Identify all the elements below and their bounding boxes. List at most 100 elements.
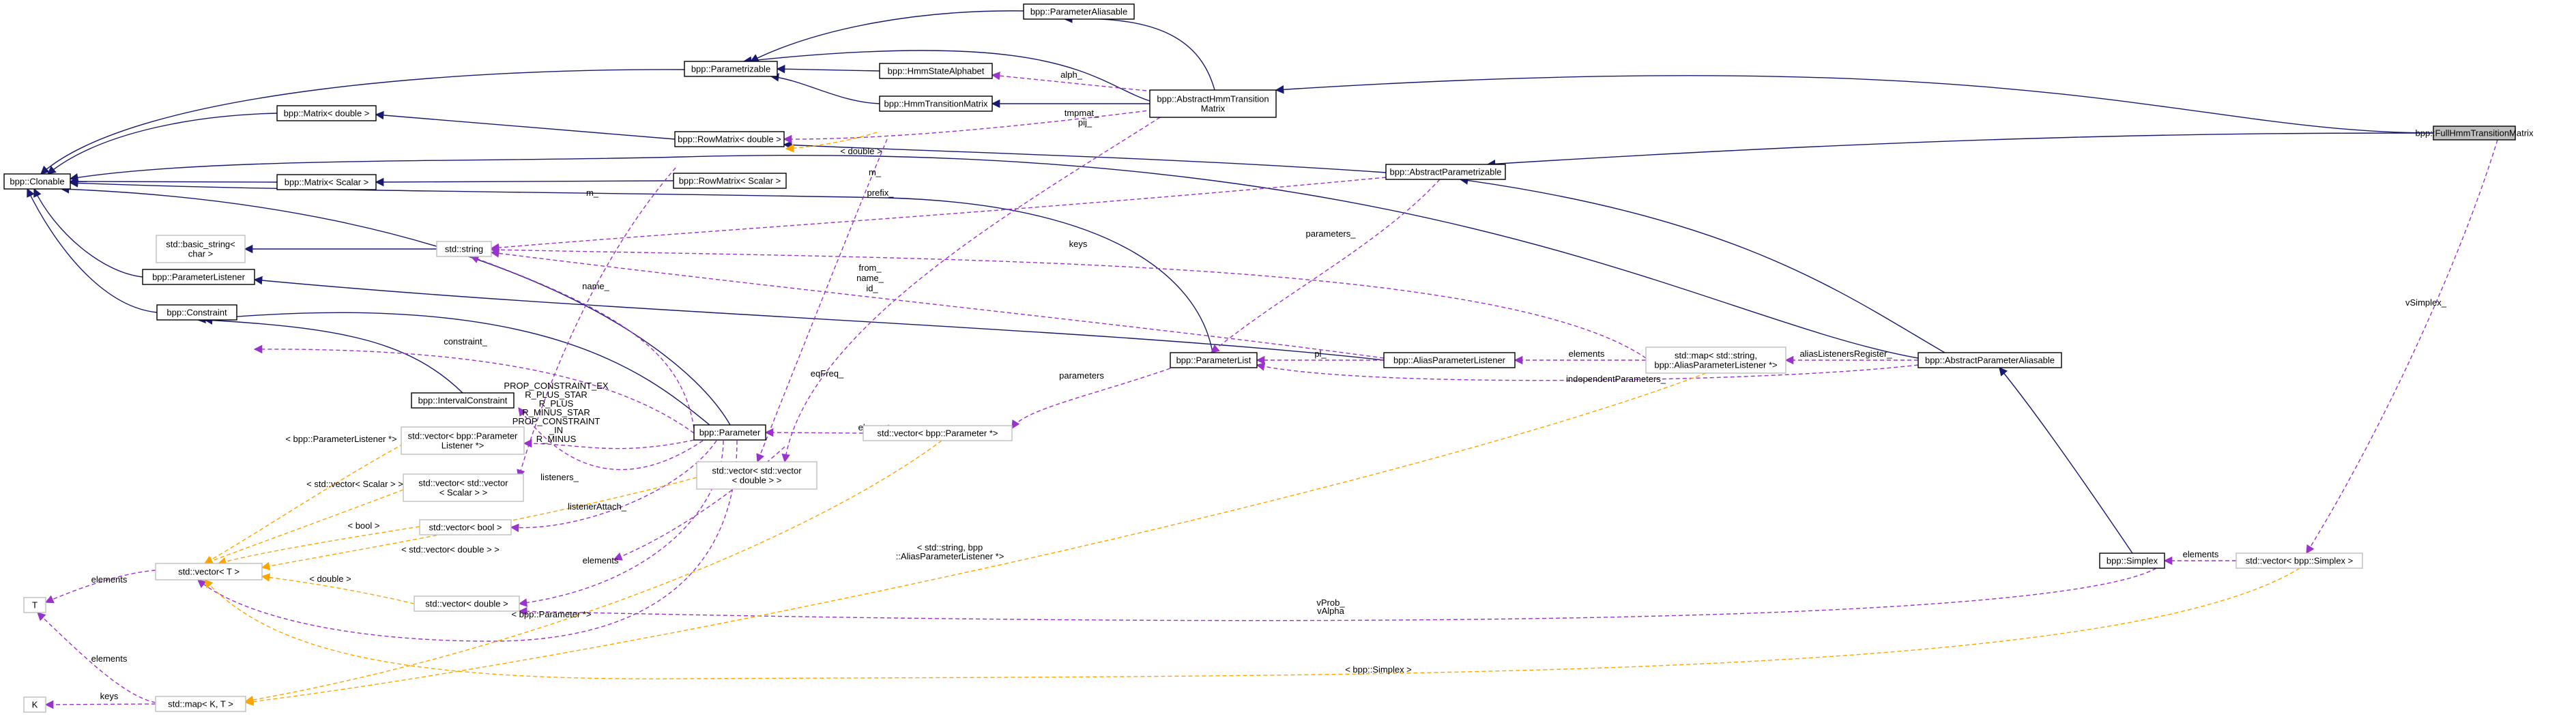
node-T[interactable]: T xyxy=(23,597,46,613)
node-simp[interactable]: bpp::Simplex xyxy=(2099,553,2165,569)
template-edge xyxy=(261,477,697,571)
node-vsimp[interactable]: std::vector< bpp::Simplex > xyxy=(2235,553,2363,569)
usage-edge xyxy=(1256,362,1919,381)
inheritance-edge xyxy=(33,188,143,278)
inheritance-edge xyxy=(47,113,278,175)
node-label: std::vector< bpp::Parameter xyxy=(408,431,518,441)
node-pobj[interactable]: bpp::Parameter xyxy=(693,424,766,441)
node-label: std::vector< bool > xyxy=(429,523,502,533)
node-icon[interactable]: bpp::IntervalConstraint xyxy=(411,392,515,409)
edge-label-parameters2: parameters xyxy=(1059,370,1104,381)
node-label: std::vector< double > xyxy=(425,599,508,609)
edge-label-vpl_tmpl: < bpp::ParameterListener *> xyxy=(285,434,396,444)
node-box xyxy=(1023,3,1135,20)
usage-edge xyxy=(764,428,864,437)
usage-edge xyxy=(37,612,156,703)
edge-label-elements4: elements xyxy=(583,555,619,565)
inheritance-edge xyxy=(375,177,674,187)
node-box xyxy=(879,95,993,112)
node-K[interactable]: K xyxy=(23,696,46,713)
node-mapsa[interactable]: std::map< std::string,bpp::AliasParamete… xyxy=(1645,347,1786,374)
node-box xyxy=(1645,347,1786,374)
inheritance-edge xyxy=(1063,14,1215,91)
node-plis[interactable]: bpp::ParameterListener xyxy=(142,269,255,285)
edge-label-parameters1: parameters_ xyxy=(1306,229,1357,239)
edge-label-prop4: R_MINUS_STAR xyxy=(522,407,590,417)
node-full[interactable]: bpp::FullHmmTransitionMatrix xyxy=(2416,126,2534,141)
usage-edge xyxy=(1011,368,1171,430)
inheritance-edge xyxy=(69,177,278,186)
node-label: bpp::RowMatrix< Scalar > xyxy=(679,176,781,186)
inheritance-edge xyxy=(69,155,1919,359)
node-apa[interactable]: bpp::AbstractParameterAliasable xyxy=(1917,352,2062,368)
edge-label-prop3: R_PLUS xyxy=(539,398,574,409)
edge-label-indep: independentParameters_ xyxy=(1566,374,1666,384)
node-vt[interactable]: std::vector< T > xyxy=(155,563,263,580)
usage-edge xyxy=(44,700,156,709)
node-box xyxy=(3,173,71,190)
node-rowd[interactable]: bpp::RowMatrix< double > xyxy=(674,131,785,147)
node-label: bpp::HmmTransitionMatrix xyxy=(884,99,988,109)
node-box xyxy=(2235,553,2363,569)
node-htm[interactable]: bpp::HmmTransitionMatrix xyxy=(879,95,993,112)
edge-label-m1: m_ xyxy=(586,188,599,198)
node-label: bpp::Parameter xyxy=(699,428,761,438)
node-clon[interactable]: bpp::Clonable xyxy=(3,173,71,190)
usage-edge xyxy=(781,117,1161,463)
node-vvp[interactable]: std::vector< bpp::Parameter *> xyxy=(863,425,1013,441)
edge-label-name2: name_ xyxy=(856,273,884,283)
usage-edge xyxy=(1211,179,1441,353)
node-box xyxy=(693,424,766,441)
edge-label-alph: alph_ xyxy=(1060,70,1083,80)
node-label: bpp::AbstractParametrizable xyxy=(1389,167,1501,177)
node-vb[interactable]: std::vector< bool > xyxy=(419,519,512,535)
node-vvd[interactable]: std::vector< std::vector< double > > xyxy=(696,461,817,490)
node-label: bpp::ParameterListener xyxy=(152,272,246,282)
usage-edge xyxy=(613,446,785,561)
node-box xyxy=(414,595,520,612)
edge-label-simp_tmpl: < bpp::Simplex > xyxy=(1345,664,1412,675)
node-box xyxy=(23,597,46,613)
usage-edge xyxy=(517,167,676,479)
node-box xyxy=(403,473,524,502)
node-box xyxy=(674,131,785,147)
node-param[interactable]: bpp::Parametrizable xyxy=(684,61,778,77)
node-hsa[interactable]: bpp::HmmStateAlphabet xyxy=(879,63,993,79)
node-box xyxy=(1170,352,1258,368)
node-label: Listener *> xyxy=(442,441,484,451)
usage-edge xyxy=(756,138,888,463)
edge-label-vprob: vProb_ xyxy=(1316,598,1345,608)
node-cons[interactable]: bpp::Constraint xyxy=(156,304,237,321)
node-label: bpp::AbstractHmmTransition xyxy=(1157,94,1269,104)
node-mkt[interactable]: std::map< K, T > xyxy=(155,696,246,712)
node-vpl[interactable]: std::vector< bpp::ParameterListener *> xyxy=(401,426,525,455)
node-label: bpp::AliasParameterListener xyxy=(1393,355,1506,366)
edge-label-keys1: keys xyxy=(1069,239,1088,249)
node-label: < Scalar > > xyxy=(439,488,487,498)
node-label: std::vector< bpp::Parameter *> xyxy=(877,428,998,439)
node-plist[interactable]: bpp::ParameterList xyxy=(1170,352,1258,368)
edge-label-tmpmat: tmpmat_ xyxy=(1065,108,1099,118)
node-bstr[interactable]: std::basic_string<char > xyxy=(156,235,246,263)
node-vvs[interactable]: std::vector< std::vector< Scalar > > xyxy=(403,473,524,502)
edge-label-m2: m_ xyxy=(869,167,882,177)
edge-label-pl: pl_ xyxy=(1314,349,1327,359)
node-apl[interactable]: bpp::AliasParameterListener xyxy=(1383,352,1516,368)
node-palias[interactable]: bpp::ParameterAliasable xyxy=(1023,3,1135,20)
inheritance-edge xyxy=(375,111,676,140)
inheritance-edge xyxy=(1459,176,1945,353)
node-label: bpp::FullHmmTransitionMatrix xyxy=(2416,128,2534,138)
edge-label-map_tmpl2: ::AliasParameterListener *> xyxy=(896,551,1004,561)
node-vd[interactable]: std::vector< double > xyxy=(414,595,520,612)
node-str[interactable]: std::string xyxy=(436,241,492,257)
node-box xyxy=(1383,352,1516,368)
node-matd[interactable]: bpp::Matrix< double > xyxy=(276,105,377,121)
node-aparam[interactable]: bpp::AbstractParametrizable xyxy=(1385,164,1506,180)
node-mats[interactable]: bpp::Matrix< Scalar > xyxy=(276,174,377,190)
edge-label-elements6: elements xyxy=(2183,549,2219,559)
inheritance-edge xyxy=(69,179,1213,353)
node-label: bpp::Clonable xyxy=(10,177,64,187)
node-rows[interactable]: bpp::RowMatrix< Scalar > xyxy=(673,173,787,189)
